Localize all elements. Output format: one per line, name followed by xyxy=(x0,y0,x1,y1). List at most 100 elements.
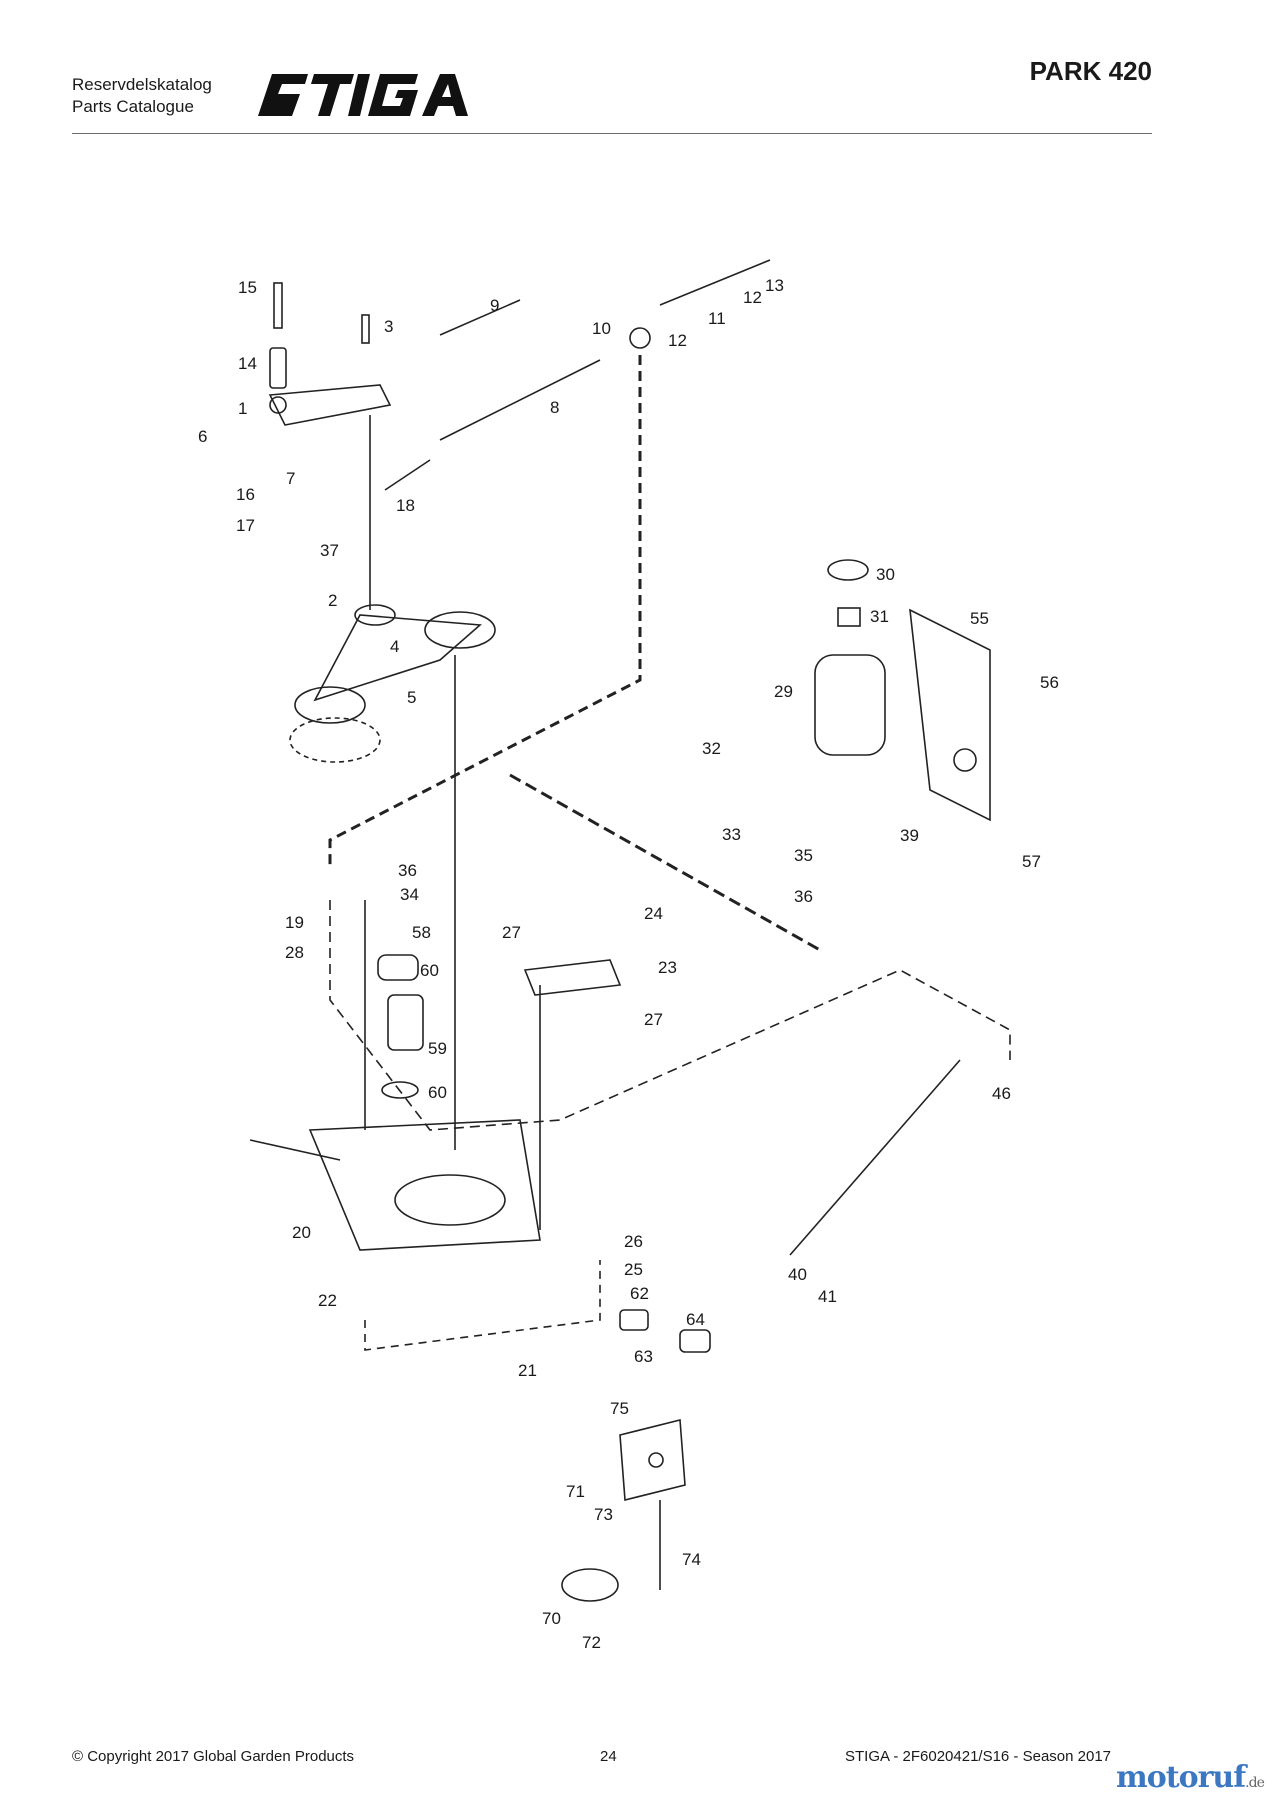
svg-text:71: 71 xyxy=(566,1482,585,1501)
part-callout[interactable]: 37 xyxy=(320,541,339,560)
part-callout[interactable]: 41 xyxy=(818,1287,837,1306)
part-callout[interactable]: 28 xyxy=(285,943,304,962)
part-callout[interactable]: 9 xyxy=(490,296,499,315)
svg-text:22: 22 xyxy=(318,1291,337,1310)
svg-text:11: 11 xyxy=(708,309,726,328)
part-callout[interactable]: 15 xyxy=(238,278,257,297)
part-callout[interactable]: 64 xyxy=(686,1310,705,1329)
svg-text:36: 36 xyxy=(398,861,417,880)
part-callout[interactable]: 11 xyxy=(708,309,726,328)
svg-text:36: 36 xyxy=(794,887,813,906)
part-callout[interactable]: 25 xyxy=(624,1260,643,1279)
document-reference: STIGA - 2F6020421/S16 - Season 2017 xyxy=(845,1748,1112,1765)
svg-text:32: 32 xyxy=(702,739,721,758)
part-callout[interactable]: 34 xyxy=(400,885,419,904)
svg-text:4: 4 xyxy=(390,637,399,656)
part-callout[interactable]: 3 xyxy=(384,317,393,336)
part-callout[interactable]: 12 xyxy=(668,331,687,350)
part-callout[interactable]: 27 xyxy=(644,1010,663,1029)
catalog-title: Reservdelskatalog Parts Catalogue xyxy=(72,74,212,118)
header-divider xyxy=(72,133,1152,134)
svg-text:20: 20 xyxy=(292,1223,311,1242)
part-callout[interactable]: 23 xyxy=(658,958,677,977)
svg-text:41: 41 xyxy=(818,1287,837,1306)
svg-text:24: 24 xyxy=(644,904,663,923)
part-callout[interactable]: 29 xyxy=(774,682,793,701)
part-callout[interactable]: 24 xyxy=(644,904,663,923)
part-callout[interactable]: 72 xyxy=(582,1633,601,1652)
part-callout[interactable]: 31 xyxy=(870,607,889,626)
part-callout[interactable]: 27 xyxy=(502,923,521,942)
part-callout[interactable]: 71 xyxy=(566,1482,585,1501)
part-callout[interactable]: 60 xyxy=(420,961,439,980)
part-callout[interactable]: 35 xyxy=(794,846,813,865)
part-callout[interactable]: 13 xyxy=(765,276,784,295)
part-callout[interactable]: 73 xyxy=(594,1505,613,1524)
part-callout[interactable]: 17 xyxy=(236,516,255,535)
svg-text:73: 73 xyxy=(594,1505,613,1524)
part-callout[interactable]: 12 xyxy=(743,288,762,307)
svg-text:57: 57 xyxy=(1022,852,1041,871)
svg-text:14: 14 xyxy=(238,354,257,373)
part-callout[interactable]: 59 xyxy=(428,1039,447,1058)
part-callout[interactable]: 21 xyxy=(518,1361,537,1380)
svg-text:8: 8 xyxy=(550,398,559,417)
part-callout[interactable]: 55 xyxy=(970,609,989,628)
svg-text:74: 74 xyxy=(682,1550,701,1569)
part-callout[interactable]: 5 xyxy=(407,688,416,707)
svg-text:29: 29 xyxy=(774,682,793,701)
part-callout[interactable]: 32 xyxy=(702,739,721,758)
part-callout[interactable]: 57 xyxy=(1022,852,1041,871)
svg-text:63: 63 xyxy=(634,1347,653,1366)
svg-text:59: 59 xyxy=(428,1039,447,1058)
svg-text:2: 2 xyxy=(328,591,337,610)
svg-text:27: 27 xyxy=(502,923,521,942)
svg-text:5: 5 xyxy=(407,688,416,707)
part-callout[interactable]: 36 xyxy=(794,887,813,906)
part-callout[interactable]: 75 xyxy=(610,1399,629,1418)
part-callout[interactable]: 58 xyxy=(412,923,431,942)
part-callout[interactable]: 62 xyxy=(630,1284,649,1303)
part-callout[interactable]: 36 xyxy=(398,861,417,880)
part-callout[interactable]: 16 xyxy=(236,485,255,504)
svg-text:46: 46 xyxy=(992,1084,1011,1103)
svg-text:18: 18 xyxy=(396,496,415,515)
part-callout[interactable]: 4 xyxy=(390,637,399,656)
part-callout[interactable]: 14 xyxy=(238,354,257,373)
part-callout[interactable]: 1 xyxy=(238,399,247,418)
part-callout[interactable]: 39 xyxy=(900,826,919,845)
svg-text:31: 31 xyxy=(870,607,889,626)
svg-text:37: 37 xyxy=(320,541,339,560)
svg-text:64: 64 xyxy=(686,1310,705,1329)
part-callout[interactable]: 56 xyxy=(1040,673,1059,692)
part-callout[interactable]: 33 xyxy=(722,825,741,844)
part-callout[interactable]: 22 xyxy=(318,1291,337,1310)
svg-text:13: 13 xyxy=(765,276,784,295)
svg-text:40: 40 xyxy=(788,1265,807,1284)
svg-text:26: 26 xyxy=(624,1232,643,1251)
svg-text:27: 27 xyxy=(644,1010,663,1029)
part-callout[interactable]: 19 xyxy=(285,913,304,932)
part-callout[interactable]: 26 xyxy=(624,1232,643,1251)
part-callout[interactable]: 10 xyxy=(592,319,611,338)
part-callout[interactable]: 2 xyxy=(328,591,337,610)
part-callout[interactable]: 7 xyxy=(286,469,295,488)
part-callout[interactable]: 63 xyxy=(634,1347,653,1366)
part-callout[interactable]: 20 xyxy=(292,1223,311,1242)
svg-text:33: 33 xyxy=(722,825,741,844)
part-callout[interactable]: 40 xyxy=(788,1265,807,1284)
part-callout[interactable]: 6 xyxy=(198,427,207,446)
watermark-logo: motoruf.de xyxy=(1116,1760,1265,1795)
part-callout[interactable]: 74 xyxy=(682,1550,701,1569)
part-callout[interactable]: 30 xyxy=(876,565,895,584)
svg-text:56: 56 xyxy=(1040,673,1059,692)
svg-text:19: 19 xyxy=(285,913,304,932)
part-callout[interactable]: 46 xyxy=(992,1084,1011,1103)
watermark-suffix: .de xyxy=(1245,1775,1265,1791)
part-callout[interactable]: 70 xyxy=(542,1609,561,1628)
svg-text:3: 3 xyxy=(384,317,393,336)
part-callout[interactable]: 18 xyxy=(396,496,415,515)
part-callout[interactable]: 60 xyxy=(428,1083,447,1102)
part-callout[interactable]: 8 xyxy=(550,398,559,417)
